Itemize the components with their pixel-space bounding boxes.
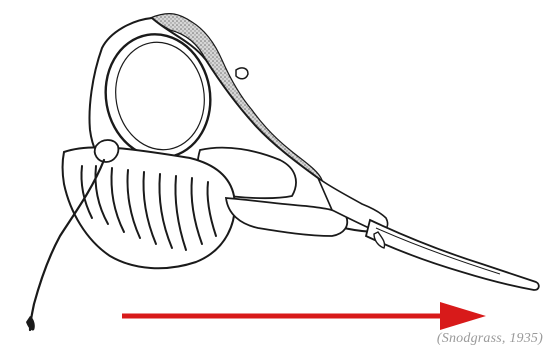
antenna-socket	[95, 140, 119, 162]
figure-citation: (Snodgrass, 1935)	[437, 331, 543, 347]
arrow-head	[440, 302, 486, 330]
articulation-notch	[236, 68, 248, 79]
antenna-tip	[26, 316, 35, 331]
direction-arrow	[122, 302, 486, 330]
proboscis	[366, 220, 539, 290]
